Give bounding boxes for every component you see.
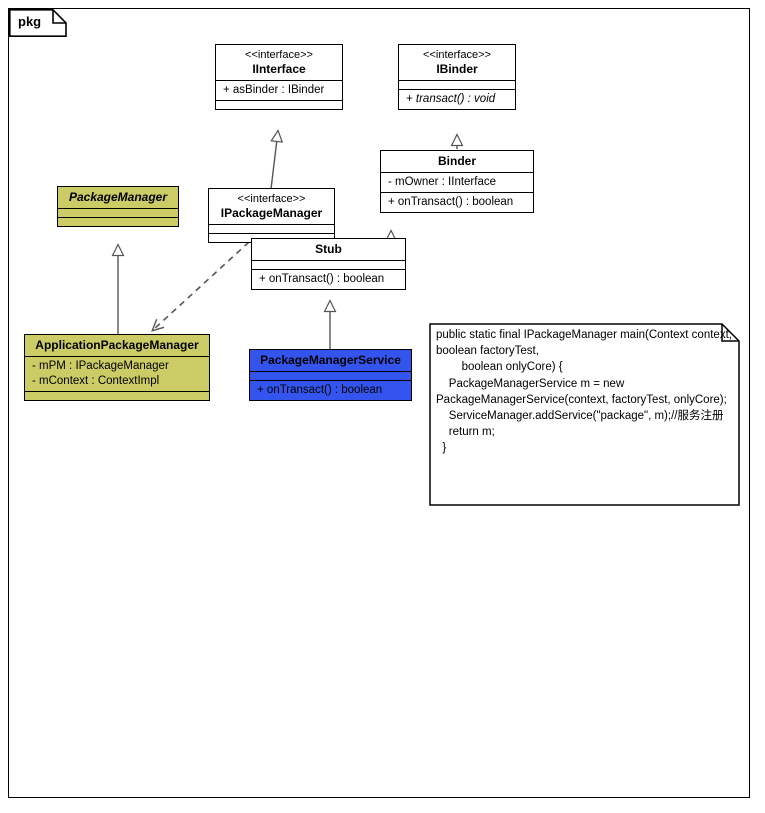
class-box-applicationpackagemanager[interactable]: ApplicationPackageManager - mPM : IPacka… bbox=[24, 334, 210, 401]
class-box-packagemanagerservice[interactable]: PackageManagerService + onTransact() : b… bbox=[249, 349, 412, 401]
member-ontransact-pms: + onTransact() : boolean bbox=[257, 384, 383, 396]
class-header-ipackagemanager: <<interface>> IPackageManager bbox=[209, 189, 334, 224]
class-name-iinterface: IInterface bbox=[252, 62, 306, 76]
operations-ipackagemanager bbox=[209, 233, 334, 242]
class-name-ibinder: IBinder bbox=[436, 62, 478, 76]
note-shape bbox=[429, 323, 740, 506]
class-box-ibinder[interactable]: <<interface>> IBinder + transact() : voi… bbox=[398, 44, 516, 110]
class-header-applicationpackagemanager: ApplicationPackageManager bbox=[25, 335, 209, 356]
attributes-ibinder bbox=[399, 80, 515, 89]
class-header-stub: Stub bbox=[252, 239, 405, 260]
stereotype-ipackagemanager: <<interface>> bbox=[237, 193, 306, 205]
class-name-packagemanager: PackageManager bbox=[68, 190, 168, 204]
operations-applicationpackagemanager bbox=[25, 391, 209, 400]
operations-packagemanagerservice: + onTransact() : boolean bbox=[250, 380, 411, 400]
stereotype-ibinder: <<interface>> bbox=[423, 49, 491, 61]
class-box-packagemanager[interactable]: PackageManager bbox=[57, 186, 179, 227]
member-transact: + transact() : void bbox=[406, 93, 496, 105]
attributes-applicationpackagemanager: - mPM : IPackageManager - mContext : Con… bbox=[25, 356, 209, 391]
class-box-stub[interactable]: Stub + onTransact() : boolean bbox=[251, 238, 406, 290]
member-mcontext: - mContext : ContextImpl bbox=[32, 375, 160, 387]
class-header-packagemanager: PackageManager bbox=[58, 187, 178, 208]
operations-ibinder: + transact() : void bbox=[399, 89, 515, 109]
class-name-binder: Binder bbox=[437, 154, 476, 168]
package-tab-shape bbox=[9, 9, 67, 37]
class-name-stub: Stub bbox=[315, 242, 342, 256]
package-tab-label: pkg bbox=[18, 14, 42, 29]
class-header-ibinder: <<interface>> IBinder bbox=[399, 45, 515, 80]
member-ontransact-stub: + onTransact() : boolean bbox=[259, 273, 385, 285]
stereotype-iinterface: <<interface>> bbox=[245, 49, 313, 61]
operations-binder: + onTransact() : boolean bbox=[381, 192, 533, 212]
member-ontransact-binder: + onTransact() : boolean bbox=[388, 196, 514, 208]
code-note[interactable]: public static final IPackageManager main… bbox=[429, 323, 740, 506]
attributes-binder: - mOwner : IInterface bbox=[381, 172, 533, 192]
member-mowner: - mOwner : IInterface bbox=[388, 176, 497, 188]
attributes-stub bbox=[252, 260, 405, 269]
member-asbinder: + asBinder : IBinder bbox=[223, 84, 325, 96]
note-text: public static final IPackageManager main… bbox=[436, 329, 732, 455]
class-header-iinterface: <<interface>> IInterface bbox=[216, 45, 342, 80]
class-header-packagemanagerservice: PackageManagerService bbox=[250, 350, 411, 371]
member-mpm: - mPM : IPackageManager bbox=[32, 360, 169, 372]
attributes-packagemanager bbox=[58, 208, 178, 217]
operations-iinterface bbox=[216, 100, 342, 109]
class-box-iinterface[interactable]: <<interface>> IInterface + asBinder : IB… bbox=[215, 44, 343, 110]
package-frame bbox=[8, 8, 750, 798]
attributes-packagemanagerservice bbox=[250, 371, 411, 380]
attributes-ipackagemanager bbox=[209, 224, 334, 233]
operations-stub: + onTransact() : boolean bbox=[252, 269, 405, 289]
class-name-applicationpackagemanager: ApplicationPackageManager bbox=[35, 338, 199, 352]
class-box-binder[interactable]: Binder - mOwner : IInterface + onTransac… bbox=[380, 150, 534, 213]
class-name-packagemanagerservice: PackageManagerService bbox=[260, 353, 401, 367]
operations-packagemanager bbox=[58, 217, 178, 226]
class-name-ipackagemanager: IPackageManager bbox=[220, 206, 323, 220]
package-tab: pkg bbox=[8, 8, 67, 37]
class-header-binder: Binder bbox=[381, 151, 533, 172]
class-box-ipackagemanager[interactable]: <<interface>> IPackageManager bbox=[208, 188, 335, 243]
attributes-iinterface: + asBinder : IBinder bbox=[216, 80, 342, 100]
